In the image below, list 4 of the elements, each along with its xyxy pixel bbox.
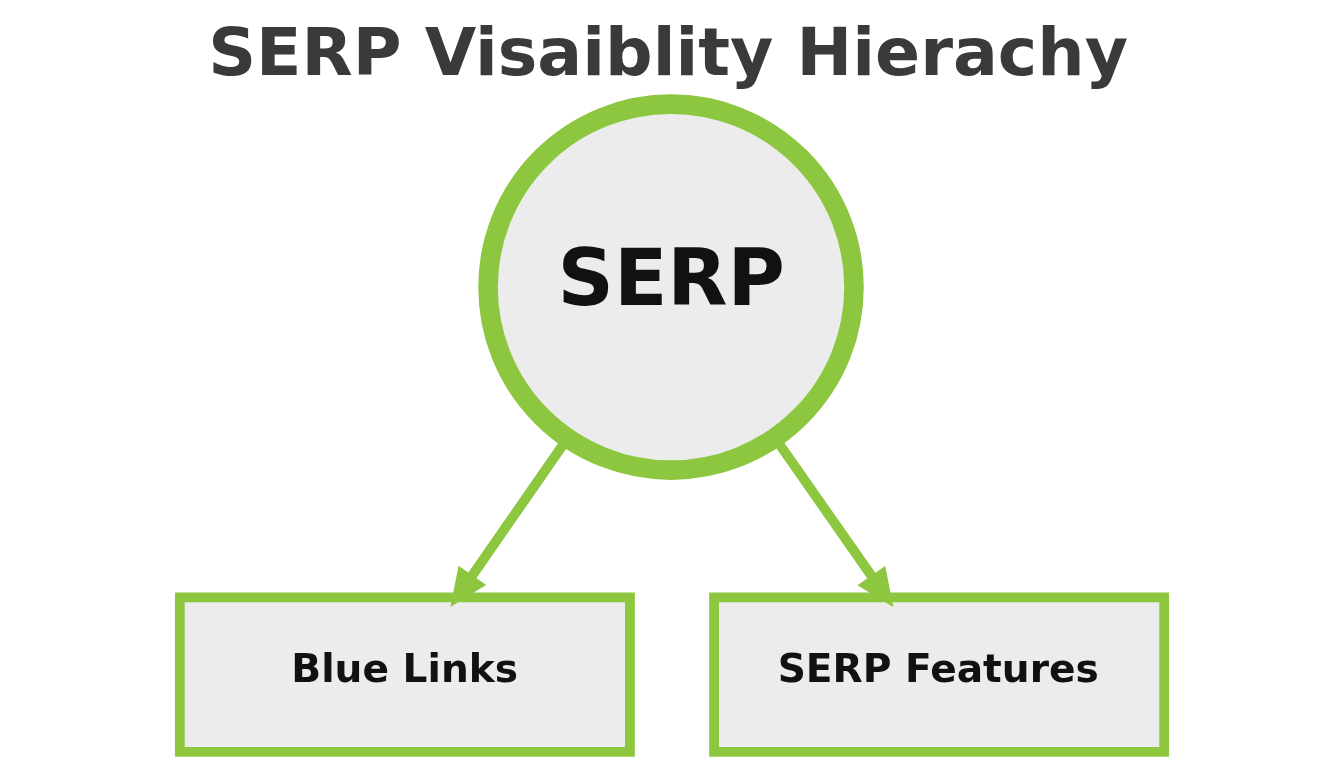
node-box: SERP Features [709, 592, 1170, 757]
diagram-title: SERP Visaiblity Hierachy [208, 13, 1128, 92]
node-box: Blue Links [174, 592, 635, 757]
node-circle: SERP [478, 94, 864, 480]
